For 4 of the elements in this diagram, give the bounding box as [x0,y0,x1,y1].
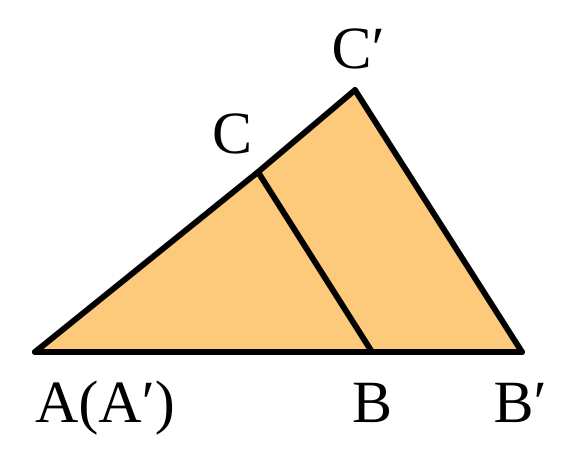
vertex-label: B [352,372,392,432]
vertex-label: C′ [332,18,385,78]
vertex-label: B′ [494,372,547,432]
vertex-label: C [212,103,252,163]
